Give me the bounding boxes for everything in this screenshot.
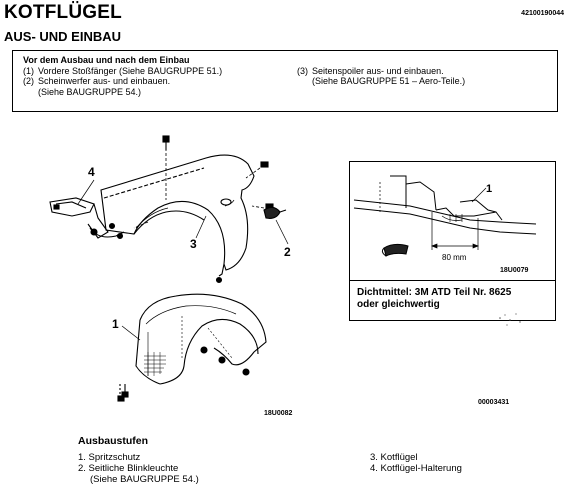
page-subtitle: AUS- UND EINBAU <box>4 29 121 44</box>
splash-shield-clips <box>117 346 250 402</box>
callout-leaders <box>77 179 289 341</box>
dimension-line <box>431 212 479 250</box>
detail-figure-code: 18U0079 <box>500 267 529 274</box>
item-number: (3) <box>297 65 308 76</box>
preparation-box: Vor dem Ausbau und nach dem Einbau (1) Vo… <box>12 50 558 112</box>
side-marker-lamp <box>263 206 287 219</box>
preparation-item: (2) Scheinwerfer aus- und einbauen. <box>23 76 297 87</box>
preparation-column-left: (1) Vordere Stoßfänger (Siehe BAUGRUPPE 5… <box>23 66 297 98</box>
step-item: 1. Spritzschutz <box>78 452 141 463</box>
body-panel <box>353 175 537 235</box>
sealant-line-1: Dichtmittel: 3M ATD Teil Nr. 8625 <box>357 287 512 298</box>
document-id: 42100190044 <box>521 10 564 17</box>
preparation-column-right: (3) Seitenspoiler aus- und einbauen. (Sie… <box>297 66 547 98</box>
item-text: Seitenspoiler aus- und einbauen. <box>312 65 444 76</box>
detail-callout-1: 1 <box>486 183 492 195</box>
removal-steps: Ausbaustufen 1. Spritzschutz 2. Seitlich… <box>78 435 462 486</box>
preparation-item: (Siehe BAUGRUPPE 54.) <box>23 87 297 98</box>
splash-shield <box>135 293 267 385</box>
fender-exploded-diagram: 4 3 2 1 <box>49 135 291 402</box>
sealant-tape <box>381 243 409 257</box>
preparation-item: (3) Seitenspoiler aus- und einbauen. <box>297 66 547 77</box>
item-number: (2) <box>23 76 34 86</box>
item-text: (Siehe BAUGRUPPE 51 – Aero-Teile.) <box>312 76 466 86</box>
preparation-item: (Siehe BAUGRUPPE 51 – Aero-Teile.) <box>297 76 547 87</box>
fastener-guide-lines <box>133 148 265 229</box>
fender-bracket <box>49 197 125 240</box>
item-number: (1) <box>23 65 34 76</box>
dimension-label: 80 mm <box>442 253 467 262</box>
step-item: 3. Kotflügel <box>370 452 418 463</box>
fender-part <box>100 154 255 284</box>
callout-2: 2 <box>284 245 291 259</box>
removal-steps-title: Ausbaustufen <box>78 435 149 447</box>
callout-4: 4 <box>88 165 95 179</box>
callout-1: 1 <box>112 317 119 331</box>
preparation-item: (1) Vordere Stoßfänger (Siehe BAUGRUPPE 5… <box>23 66 297 77</box>
sealant-line-2: oder gleichwertig <box>357 299 440 310</box>
sealant-note: Dichtmittel: 3M ATD Teil Nr. 8625 oder g… <box>357 287 552 311</box>
item-text: Scheinwerfer aus- und einbauen. <box>38 76 171 86</box>
item-text: (Siehe BAUGRUPPE 54.) <box>38 86 142 97</box>
removal-steps-left: 1. Spritzschutz 2. Seitliche Blinkleucht… <box>78 452 358 485</box>
step-item: (Siehe BAUGRUPPE 54.) <box>90 474 199 485</box>
page-title: KOTFLÜGEL <box>4 2 122 23</box>
callout-3: 3 <box>190 237 197 251</box>
item-text: Vordere Stoßfänger (Siehe BAUGRUPPE 51.) <box>38 65 223 76</box>
removal-steps-right: 3. Kotflügel 4. Kotflügel-Halterung <box>370 452 550 474</box>
step-item: 4. Kotflügel-Halterung <box>370 463 462 474</box>
divider <box>350 280 555 281</box>
step-item: 2. Seitliche Blinkleuchte <box>78 463 179 474</box>
scan-speckles <box>499 313 521 326</box>
callout-leader <box>471 187 487 203</box>
page-code: 00003431 <box>478 399 510 406</box>
bolts <box>162 135 274 210</box>
figure-code: 18U0082 <box>264 410 293 417</box>
sealant-detail-diagram: 1 80 mm 18U0079 <box>353 175 537 274</box>
detail-box: 1 80 mm 18U0079 Dichtmittel: 3M ATD Teil… <box>349 161 556 321</box>
preparation-title: Vor dem Ausbau und nach dem Einbau <box>23 55 190 65</box>
